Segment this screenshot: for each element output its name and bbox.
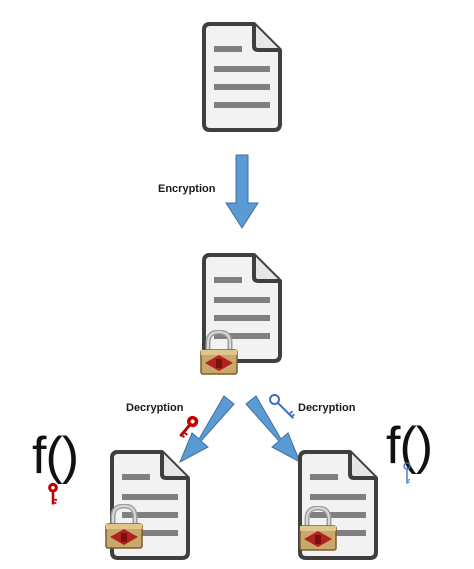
padlock-left-icon <box>104 504 144 550</box>
padlock-right-icon <box>298 506 338 552</box>
decryption-left-label: Decryption <box>126 402 184 414</box>
arrow-down-icon <box>225 154 259 229</box>
document-icon <box>202 22 282 132</box>
decryption-right-label: Decryption <box>298 402 356 414</box>
encryption-label: Encryption <box>158 183 216 195</box>
function-right-label: f() <box>386 417 433 475</box>
arrow-down-right-icon <box>245 395 301 464</box>
red-key-small-icon <box>46 482 60 506</box>
arrow-down-left-icon <box>179 395 235 464</box>
function-left-label: f() <box>32 427 79 485</box>
padlock-icon <box>199 330 239 376</box>
blue-key-small-icon <box>402 462 412 486</box>
